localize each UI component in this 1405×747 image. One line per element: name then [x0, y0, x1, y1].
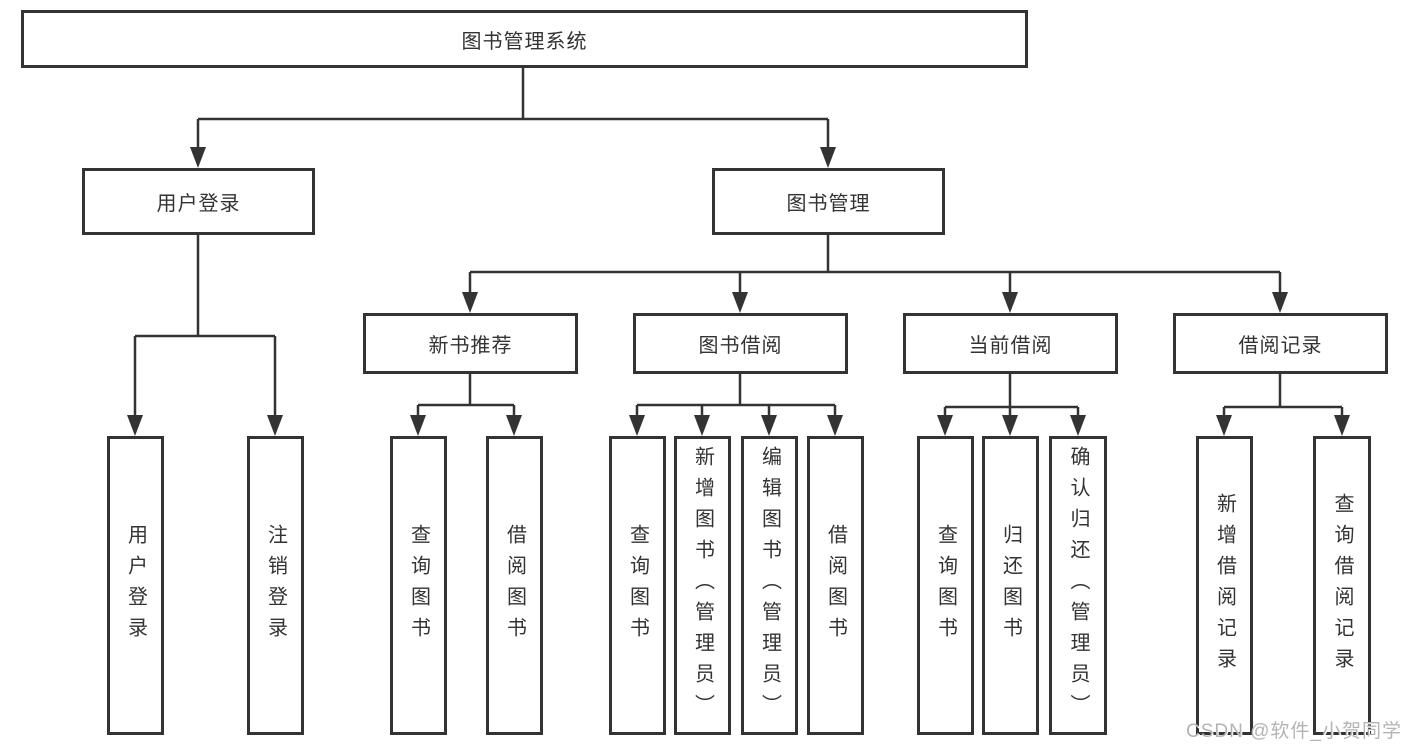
leaf-label: 查询借阅记录 [1331, 492, 1353, 679]
leaf-label: 用户登录 [124, 523, 147, 648]
leaf-confirm-return-admin: 确认归还（管理员） [1049, 436, 1107, 735]
node-label: 借阅记录 [1238, 335, 1323, 357]
node-label: 图书管理系统 [461, 30, 588, 53]
arrowheads [127, 147, 1350, 436]
node-user-login: 用户登录 [82, 168, 315, 235]
leaf-query-books-current: 查询图书 [917, 436, 974, 735]
node-new-book-recommendation: 新书推荐 [363, 313, 578, 374]
leaf-edit-books-admin: 编辑图书（管理员） [741, 436, 798, 735]
leaf-label: 确认归还（管理员） [1067, 446, 1089, 725]
leaf-label: 注销登录 [264, 523, 287, 648]
node-label: 图书借阅 [698, 335, 783, 357]
leaf-query-books-recommend: 查询图书 [390, 436, 447, 735]
leaf-return-books: 归还图书 [982, 436, 1039, 735]
leaf-label: 查询图书 [407, 523, 430, 648]
leaf-query-borrow-record: 查询借阅记录 [1313, 436, 1371, 735]
leaf-add-books-admin: 新增图书（管理员） [674, 436, 731, 735]
node-current-borrowing: 当前借阅 [903, 313, 1118, 374]
node-label: 用户登录 [156, 193, 241, 215]
node-label: 当前借阅 [968, 335, 1053, 357]
leaf-borrow-books-borrowing: 借阅图书 [807, 436, 864, 735]
leaf-label: 编辑图书（管理员） [758, 446, 781, 725]
node-label: 新书推荐 [428, 335, 513, 357]
leaf-label: 借阅图书 [503, 523, 526, 648]
node-book-borrowing: 图书借阅 [633, 313, 848, 374]
leaf-borrow-books-recommend: 借阅图书 [486, 436, 543, 735]
leaf-add-borrow-record: 新增借阅记录 [1196, 436, 1253, 735]
watermark-text: CSDN @软件_小贺同学 [1186, 721, 1402, 742]
leaf-label: 新增图书（管理员） [691, 446, 714, 725]
leaf-label: 新增借阅记录 [1213, 492, 1236, 679]
node-library-management-system: 图书管理系统 [21, 10, 1028, 68]
leaf-user-login: 用户登录 [107, 436, 164, 735]
leaf-label: 查询图书 [934, 523, 957, 648]
leaf-label: 归还图书 [999, 523, 1022, 648]
node-label: 图书管理 [786, 193, 871, 215]
leaf-label: 借阅图书 [824, 523, 847, 648]
node-borrowing-records: 借阅记录 [1173, 313, 1388, 374]
leaf-query-books-borrowing: 查询图书 [609, 436, 666, 735]
leaf-logout-login: 注销登录 [247, 436, 304, 735]
node-book-management: 图书管理 [712, 168, 945, 235]
leaf-label: 查询图书 [626, 523, 649, 648]
